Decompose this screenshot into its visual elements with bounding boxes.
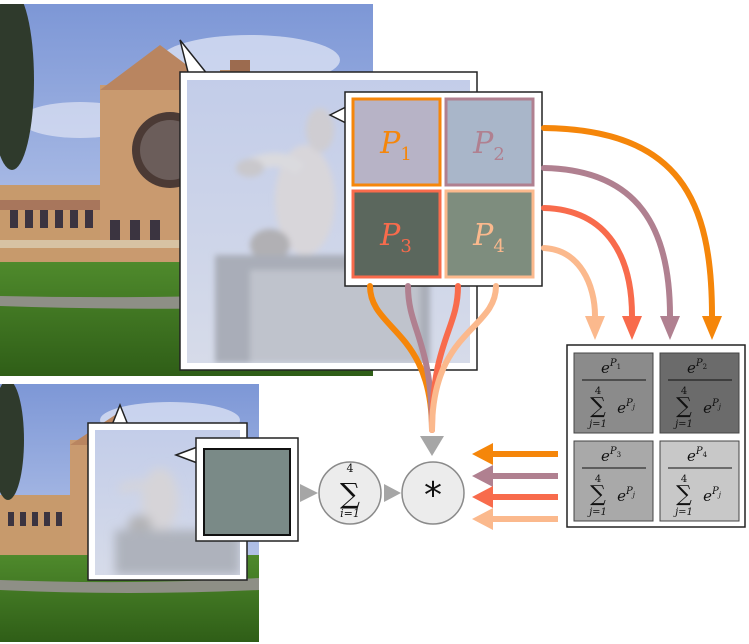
patch-p2: P2 — [444, 97, 535, 187]
softmax-sum-bottom: j=1 — [673, 419, 693, 430]
softmax-arrow-4 — [472, 508, 558, 530]
softmax-sigma: ∑ — [590, 394, 606, 419]
softmax-sum-bottom: j=1 — [587, 419, 607, 430]
softmax-denominator: ePj — [703, 486, 722, 505]
sum-top-label: 4 — [347, 462, 354, 475]
softmax-arrow-3 — [472, 486, 558, 508]
softmax-sum-top: 4 — [595, 386, 601, 397]
softmax-numerator: eP2 — [687, 358, 707, 377]
softmax-sum-top: 4 — [681, 474, 687, 485]
multiply-input-arrowhead — [420, 436, 444, 456]
sum-to-output-arrowhead — [300, 484, 318, 502]
softmax-numerator: eP1 — [601, 358, 621, 377]
patch-p3: P3 — [351, 189, 442, 279]
softmax-to-multiply-arrows — [472, 443, 558, 530]
sum-operator: 4 ∑ i=1 — [318, 461, 382, 525]
sum-symbol: ∑ — [340, 477, 360, 510]
patch-to-softmax-arrowheads — [585, 316, 722, 340]
output-pixel — [195, 437, 299, 542]
softmax-denominator: ePj — [703, 398, 722, 417]
softmax-numerator: eP3 — [601, 446, 621, 465]
patch-label: P2 — [472, 126, 505, 165]
softmax-denominator: ePj — [617, 486, 636, 505]
patch-label: P4 — [472, 218, 505, 257]
softmax-arrow-1 — [472, 443, 558, 465]
multiply-to-sum-arrowhead — [384, 484, 401, 502]
sum-bottom-label: i=1 — [340, 507, 360, 520]
softmax-sigma: ∑ — [676, 482, 692, 507]
softmax-sum-top: 4 — [595, 474, 601, 485]
patch-to-multiply-arrows — [367, 283, 499, 433]
patch-p4: P4 — [444, 189, 535, 279]
softmax-sum-bottom: j=1 — [673, 507, 693, 518]
softmax-sigma: ∑ — [676, 394, 692, 419]
softmax-denominator: ePj — [617, 398, 636, 417]
patch-label: P3 — [379, 218, 412, 257]
patch-p1: P1 — [351, 97, 442, 187]
multiply-operator: * — [401, 461, 465, 525]
softmax-sigma: ∑ — [590, 482, 606, 507]
softmax-grid: eP14∑j=1ePjeP24∑j=1ePjeP34∑j=1ePjeP44∑j=… — [566, 344, 746, 528]
softmax-numerator: eP4 — [687, 446, 708, 465]
softmax-sum-top: 4 — [681, 386, 687, 397]
softmax-sum-bottom: j=1 — [587, 507, 607, 518]
softmax-arrow-2 — [472, 465, 558, 487]
multiply-symbol: * — [424, 475, 442, 516]
patch-label: P1 — [379, 126, 412, 165]
patch-to-softmax-arrows — [541, 125, 715, 319]
